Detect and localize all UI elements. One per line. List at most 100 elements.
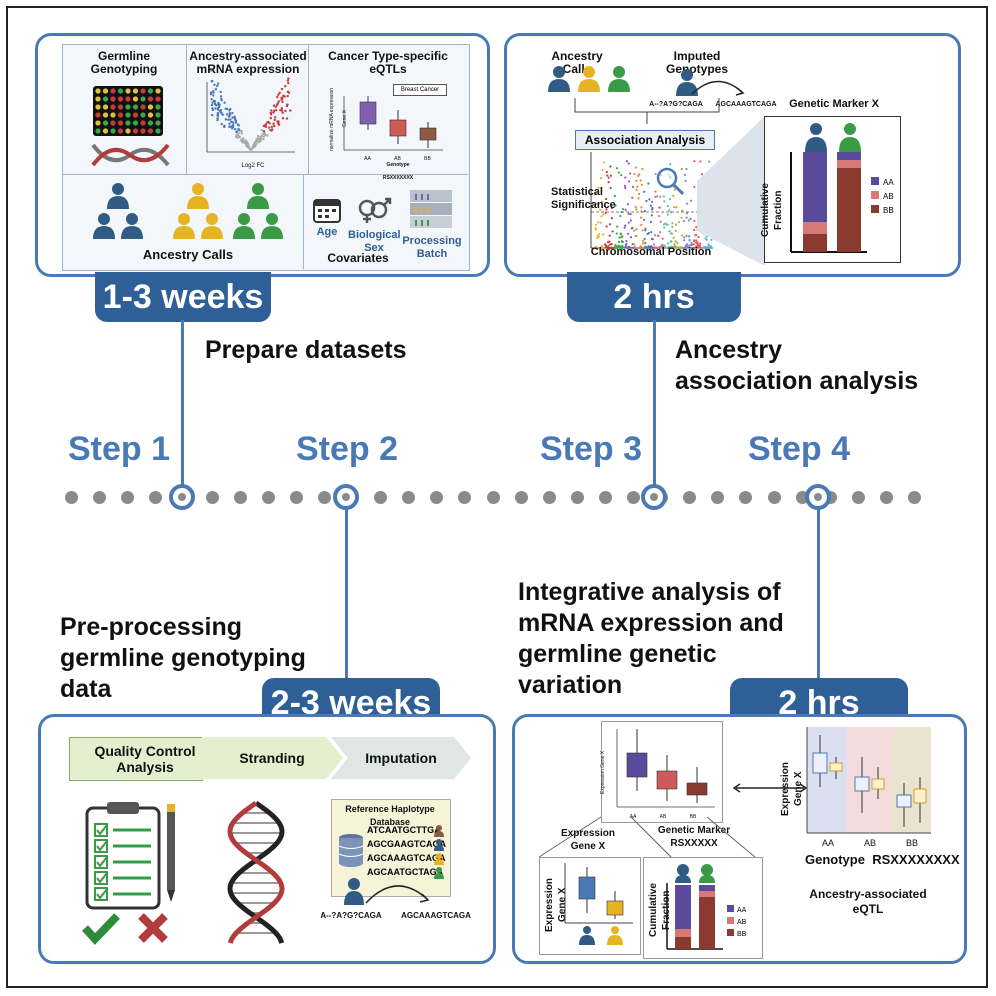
genetic-marker-label: Genetic Marker X xyxy=(789,98,879,110)
processing-batch-icon xyxy=(410,190,452,228)
expression-boxplot xyxy=(616,729,715,808)
timeline-dot xyxy=(598,491,612,504)
covariates-label: Covariates xyxy=(327,251,389,265)
eqtl-cat-ab: AB xyxy=(394,156,401,162)
breast-cancer-label: Breast Cancer xyxy=(393,84,447,96)
timeline-dot xyxy=(570,491,584,504)
check-mark-icon xyxy=(82,913,120,945)
calendar-icon xyxy=(313,199,341,223)
timeline-dot xyxy=(627,491,640,504)
timeline-dot xyxy=(767,491,781,504)
checklist-clipboard-icon xyxy=(85,802,175,910)
p2-seq-out: AGCAAAGTCAGA xyxy=(401,911,471,920)
step3-marker[interactable] xyxy=(641,484,667,510)
sex-symbol-icon xyxy=(358,197,392,223)
age-label: Age xyxy=(316,226,338,238)
magnifier-icon xyxy=(656,167,685,196)
genetic-marker-box xyxy=(764,116,901,263)
manhattan-xlabel: Chromosomal Position xyxy=(590,246,712,258)
ref-seq: AGCAATGCTAGA xyxy=(367,867,444,877)
step1-marker[interactable] xyxy=(169,484,195,510)
ref-seq: ATCAATGCTTGA xyxy=(367,825,441,835)
p4-right-ylabel: Expression Gene X xyxy=(780,762,804,816)
p3-people-icons xyxy=(548,66,630,92)
timeline-dot xyxy=(514,491,528,504)
p4-tick-ab: AB xyxy=(659,814,667,820)
p4-box-ylabel: Expression Gene X xyxy=(600,750,606,794)
timeline-dot xyxy=(430,491,444,504)
eqtl-cat-aa: AA xyxy=(364,156,371,162)
step3-label: Step 3 xyxy=(540,430,643,468)
timeline-dot xyxy=(683,491,697,504)
panel-ancestry-association: Ancestry Calls Imputed Genotypes A--?A?G… xyxy=(504,33,961,277)
step4-marker[interactable] xyxy=(805,484,831,510)
association-analysis-box: Association Analysis xyxy=(575,130,715,150)
step4-connector xyxy=(817,509,820,681)
imputed-genotypes-label: Imputed Genotypes xyxy=(665,49,728,76)
expression-inset-plot xyxy=(564,863,633,945)
timeline-dot xyxy=(65,491,78,504)
reference-sequences: ATCAATGCTTGA AGCGAAGTCAGA AGCAAAGTCAGA A… xyxy=(367,823,446,879)
timeline-dot xyxy=(711,491,725,504)
step2-marker[interactable] xyxy=(333,484,359,510)
eqtl-grouped-boxplot xyxy=(806,727,931,834)
ancestry-people-green xyxy=(233,183,283,239)
step1-description: Prepare datasets xyxy=(205,336,407,364)
timeline-dot xyxy=(317,491,331,504)
zoom-wedge xyxy=(697,116,765,266)
eqtl-cat-bb: BB xyxy=(424,156,431,162)
cum-fraction-ylabel: Cumulative Fraction xyxy=(760,183,784,237)
ancestry-people-blue xyxy=(93,183,143,239)
timeline-dot xyxy=(233,491,247,504)
timeline-dot xyxy=(149,491,163,504)
step1-label: Step 1 xyxy=(68,430,171,468)
timeline-dot xyxy=(402,491,416,504)
timeline-dot xyxy=(458,491,472,504)
marker-people-icons xyxy=(805,123,861,152)
manhattan-plot xyxy=(590,152,713,250)
bracket-lines xyxy=(574,98,720,124)
timeline-dot xyxy=(205,491,219,504)
zoom-lines xyxy=(538,816,756,862)
step4-label: Step 4 xyxy=(748,430,851,468)
p3-seq-out: AGCAAAGTCAGA xyxy=(715,101,777,108)
p4-inset-ylabel: Expression Gene X xyxy=(544,878,568,932)
p4-right-cat-aa: AA xyxy=(821,838,834,848)
p2-imputed-person-icon xyxy=(344,878,364,905)
timeline-dot xyxy=(486,491,500,504)
timeline-dot xyxy=(374,491,388,504)
double-arrow-icon xyxy=(732,783,808,793)
p4-right-cat-ab: AB xyxy=(863,838,876,848)
figure-frame xyxy=(6,6,988,988)
p3-seq-in: A--?A?G?CAGA xyxy=(649,101,703,108)
timeline-dot xyxy=(851,491,865,504)
eqtl-ylabel: normalize mRNA expression Gene X xyxy=(329,87,348,151)
p4-cum-ylabel: Cumulative Fraction xyxy=(648,883,672,937)
imputation-chevron: Imputation xyxy=(331,737,471,779)
step3-connector xyxy=(653,320,656,487)
volcano-plot xyxy=(206,69,295,153)
ancestry-calls-label: Ancestry Calls xyxy=(142,247,234,262)
cumulative-fraction-bars xyxy=(790,152,867,253)
timeline-dot xyxy=(261,491,275,504)
volcano-xlabel: Log2 FC xyxy=(241,163,265,169)
timeline-dot xyxy=(93,491,107,504)
step1-duration-pill: 1-3 weeks xyxy=(95,272,271,322)
timeline-dot xyxy=(739,491,753,504)
dna-icon xyxy=(91,143,170,167)
step3-duration-pill: 2 hrs xyxy=(567,272,741,322)
